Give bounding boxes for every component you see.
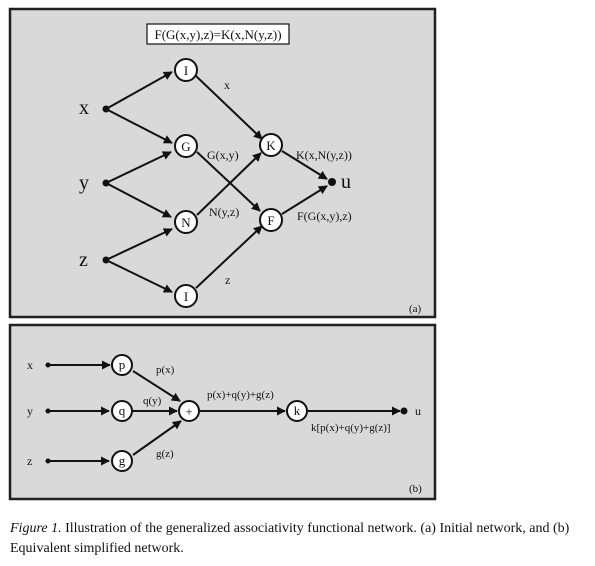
node-p <box>111 354 133 376</box>
node-k <box>259 133 283 157</box>
node-k-small-label: k <box>294 403 301 418</box>
b-edge-label-q: q(y) <box>143 395 162 407</box>
output-u-dot <box>328 178 336 186</box>
input-y-dot <box>102 179 110 187</box>
edge-i-bottom-to-f <box>195 225 263 289</box>
edge-g-to-f <box>196 151 261 212</box>
edge-label-f: F(G(x,y),z) <box>297 209 352 223</box>
edge-label-k: K(x,N(y,z)) <box>296 148 352 162</box>
b-input-y-dot <box>45 408 51 414</box>
panel-b-edges <box>48 360 401 466</box>
edge-y-to-g <box>105 151 172 184</box>
node-q-label: q <box>119 403 126 418</box>
b-output-u-label: u <box>415 404 421 418</box>
node-g <box>174 134 198 158</box>
b-input-z-label: z <box>27 454 32 468</box>
node-n <box>174 210 198 234</box>
edge-z-to-n <box>105 228 173 261</box>
panel-a-label: (a) <box>409 303 422 315</box>
node-p-label: p <box>119 357 126 372</box>
node-sum <box>178 400 200 422</box>
b-input-y-label: y <box>27 404 33 418</box>
equation-text: F(G(x,y),z)=K(x,N(y,z)) <box>154 27 281 42</box>
equation-box <box>146 23 290 45</box>
edge-x-to-g <box>105 108 173 144</box>
edge-label-z: z <box>225 273 230 287</box>
edge-i-top-to-k <box>195 75 263 140</box>
b-input-z-dot <box>45 458 51 464</box>
output-u-label: u <box>341 171 351 193</box>
b-input-x-dot <box>45 362 51 368</box>
input-z-label: z <box>79 249 88 271</box>
caption-text: Illustration of the generalized associat… <box>10 521 570 556</box>
panel-a-background <box>8 7 437 319</box>
input-x-label: x <box>79 97 89 119</box>
b-edge-label-g: g(z) <box>156 448 174 460</box>
edge-x-to-i-top <box>105 71 173 110</box>
figure: F(G(x,y),z)=K(x,N(y,z)) x y z u I <box>8 7 437 501</box>
edge-n-to-k <box>196 152 262 216</box>
edge-z-to-i-bottom <box>105 259 173 293</box>
node-g-label: G <box>181 139 190 154</box>
edge-f-to-u <box>281 185 328 215</box>
edge-g-to-sum <box>132 420 182 456</box>
node-f <box>259 208 283 232</box>
panel-b: x y z u p q g + k p(x) q(y) g(z) p(x)+q(… <box>8 323 437 501</box>
node-i-bottom <box>174 284 198 308</box>
panel-a: F(G(x,y),z)=K(x,N(y,z)) x y z u I <box>8 7 437 319</box>
node-sum-label: + <box>185 404 192 419</box>
node-k-small <box>286 400 308 422</box>
edge-y-to-n <box>105 182 172 218</box>
edge-k-to-u <box>281 150 328 180</box>
edge-p-to-sum <box>132 370 181 402</box>
b-edge-label-k: k[p(x)+q(y)+g(z)] <box>311 422 391 434</box>
node-g-small <box>111 450 133 472</box>
input-x-dot <box>102 105 110 113</box>
b-output-u-dot <box>400 407 408 415</box>
node-i-top-label: I <box>184 63 188 78</box>
node-i-top <box>174 58 198 82</box>
node-q <box>111 400 133 422</box>
edge-label-g: G(x,y) <box>207 148 239 162</box>
edge-label-x: x <box>224 78 230 92</box>
node-i-bottom-label: I <box>184 289 188 304</box>
node-k-label: K <box>266 138 276 153</box>
node-n-label: N <box>181 215 191 230</box>
edge-label-n: N(y,z) <box>209 205 239 219</box>
figure-caption: Figure 1. Illustration of the generalize… <box>10 519 588 559</box>
node-f-label: F <box>267 213 274 228</box>
panel-a-edges <box>105 71 328 293</box>
b-input-x-label: x <box>27 358 33 372</box>
node-g-small-label: g <box>119 453 126 468</box>
b-edge-label-sum: p(x)+q(y)+g(z) <box>207 389 274 401</box>
input-y-label: y <box>79 172 89 194</box>
figure-label: Figure 1. <box>10 521 62 536</box>
input-z-dot <box>102 256 110 264</box>
panel-b-label: (b) <box>409 483 422 495</box>
b-edge-label-p: p(x) <box>156 364 175 376</box>
